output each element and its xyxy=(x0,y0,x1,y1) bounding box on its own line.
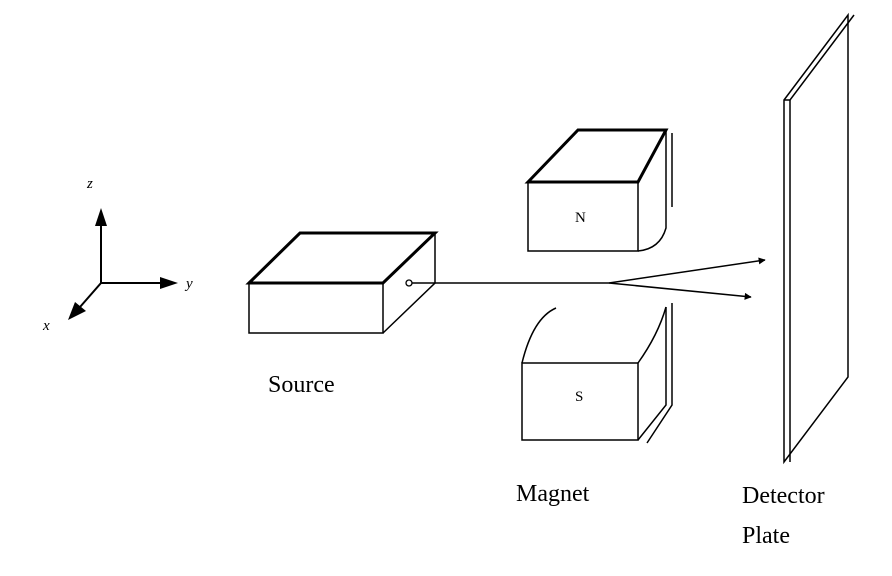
south-top-curve xyxy=(521,307,557,364)
source-aperture xyxy=(405,279,413,287)
z-axis-label: z xyxy=(86,176,93,192)
y-axis-arrowhead xyxy=(160,277,178,289)
y-axis-label: y xyxy=(184,276,193,292)
source-front-face xyxy=(248,282,384,334)
south-back-edge xyxy=(646,303,673,444)
source-top-face xyxy=(245,231,439,285)
z-axis-arrowhead xyxy=(95,208,107,226)
x-axis-arrowhead xyxy=(68,302,86,320)
particle-beam xyxy=(412,257,766,300)
source-side-face xyxy=(382,231,436,334)
south-pole-label: S xyxy=(575,389,583,405)
detector-label-line2: Plate xyxy=(742,523,790,549)
x-axis-line xyxy=(79,282,102,308)
south-side-face xyxy=(637,307,667,441)
north-top-face xyxy=(524,128,669,184)
detector-label-line1: Detector xyxy=(742,483,825,509)
south-front-face xyxy=(521,362,639,441)
source-label: Source xyxy=(268,372,335,398)
magnet-label: Magnet xyxy=(516,481,590,507)
beam-deflected-up xyxy=(608,257,766,284)
beam-deflected-down xyxy=(608,282,752,300)
magnet-north-pole xyxy=(524,128,673,252)
detector-plate xyxy=(783,12,855,465)
detector-front-face xyxy=(783,12,849,465)
coordinate-axes xyxy=(68,208,178,320)
x-axis-label: x xyxy=(42,318,50,334)
south-side-curve xyxy=(637,306,667,364)
north-side-curve xyxy=(637,130,667,252)
north-pole-label: N xyxy=(575,210,586,226)
north-front-face xyxy=(527,181,639,252)
source-box xyxy=(245,231,439,334)
magnet-south-pole xyxy=(521,303,673,444)
